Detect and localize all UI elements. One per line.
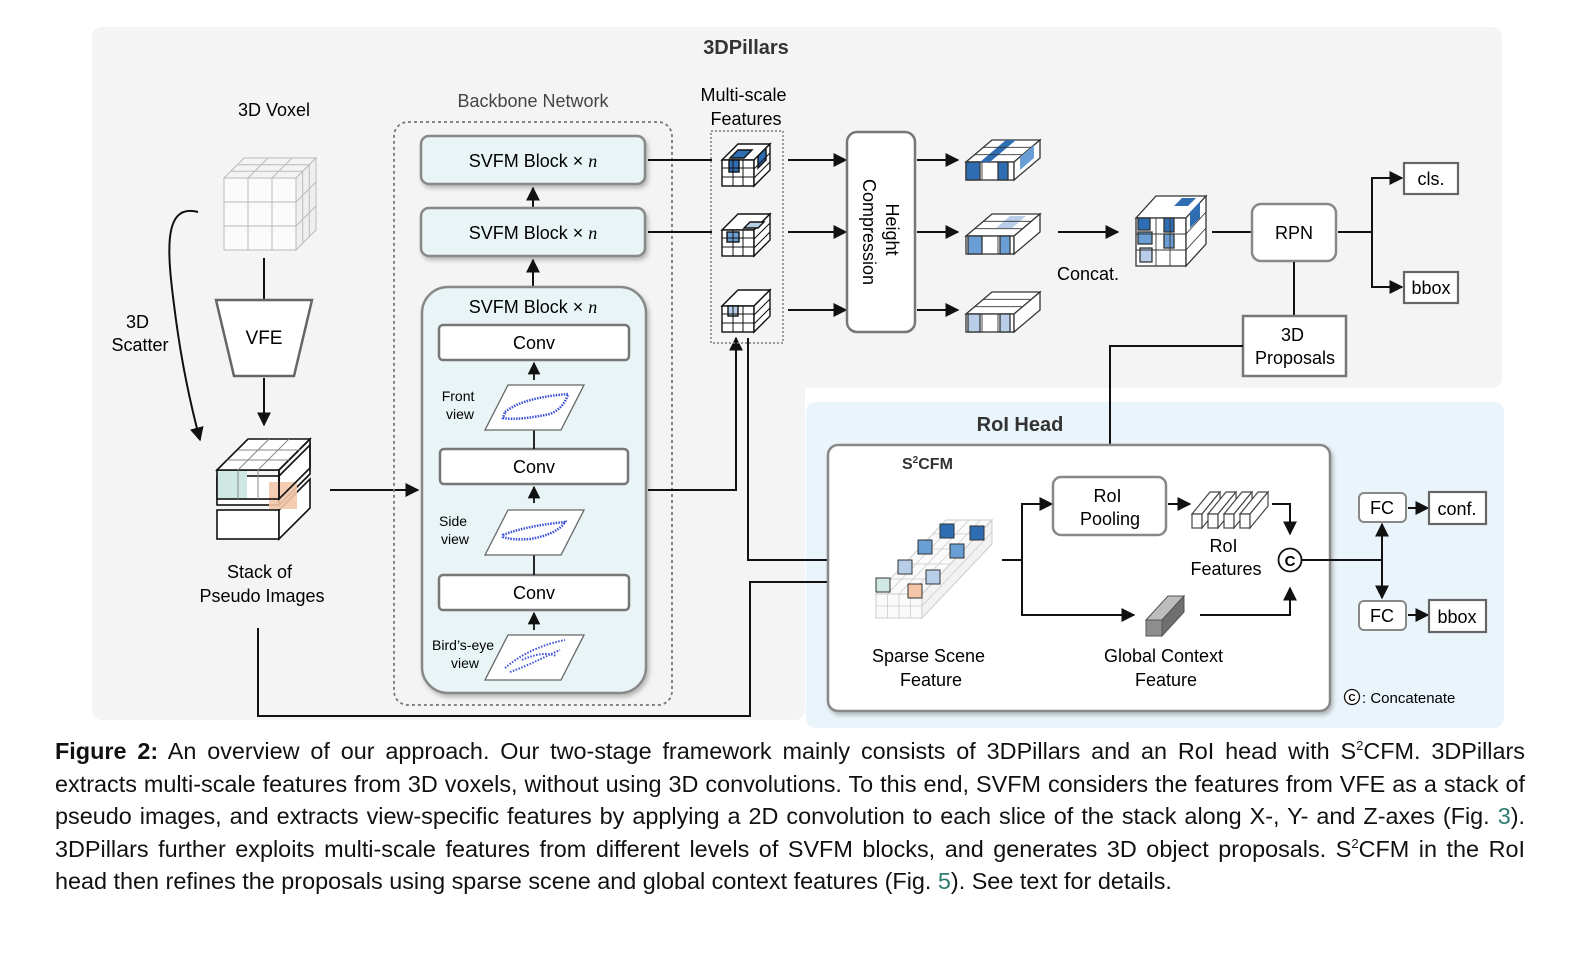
fc-conf-label: FC xyxy=(1370,498,1394,518)
caption-text-3: ). 3DPillars further exploits multi-scal… xyxy=(55,803,1525,862)
conv-box-middle: Conv xyxy=(438,447,630,486)
figure-caption: Figure 2: An overview of our approach. O… xyxy=(55,735,1525,898)
global-context-feature-icon xyxy=(1144,594,1186,638)
scatter-label: 3D Scatter xyxy=(111,312,168,355)
conf-output-box: conf. xyxy=(1427,490,1488,526)
concatenated-feature-icon xyxy=(1134,194,1208,268)
legend-text: : Concatenate xyxy=(1362,690,1455,707)
vfe-label: VFE xyxy=(246,328,283,349)
branch-to-roi-pooling-arrow xyxy=(1021,497,1054,560)
bev-label: Bird’s-eye view xyxy=(432,637,498,671)
svg-text:SVFM Block × n: SVFM Block × n xyxy=(469,151,598,171)
backbone-label: Backbone Network xyxy=(457,91,609,111)
backbone-network-box xyxy=(393,121,673,706)
s2cfm-label: S2CFM xyxy=(902,455,953,473)
fc-box-bbox: FC xyxy=(1358,600,1407,631)
roi-bbox-output-box: bbox xyxy=(1427,598,1488,634)
fc-box-conf: FC xyxy=(1358,492,1407,523)
svfm-block-top-n: n xyxy=(588,151,597,171)
bbox-output-box: bbox xyxy=(1402,270,1460,305)
side-view-icon xyxy=(483,509,586,556)
branch-to-global-context-arrow xyxy=(1021,560,1136,622)
height-compression-block xyxy=(845,130,917,334)
caption-sup-2: 2 xyxy=(1351,835,1359,851)
bev-feature-3-icon xyxy=(964,290,1042,334)
cls-label: cls. xyxy=(1418,169,1445,189)
scatter-arrow xyxy=(168,209,204,442)
roi-features-icon xyxy=(1190,490,1270,530)
multiscale-feature-1-icon xyxy=(720,142,772,188)
conv-middle-label: Conv xyxy=(513,457,555,477)
caption-text-2: CFM. 3DPillars extracts multi-scale feat… xyxy=(55,738,1525,830)
rpn-to-bbox-arrow xyxy=(1371,232,1404,294)
caption-sup-1: 2 xyxy=(1356,738,1364,753)
legend-concatenate: C : Concatenate xyxy=(1343,688,1455,707)
voxel-cube-icon xyxy=(222,156,318,252)
bev-feature-2-icon xyxy=(964,212,1042,256)
proposals-box: 3D Proposals xyxy=(1241,314,1348,378)
voxel-label: 3D Voxel xyxy=(238,100,310,120)
roi-bbox-label: bbox xyxy=(1437,607,1476,627)
height-compression-label: Height Compression xyxy=(859,179,902,285)
figure-label: Figure 2: xyxy=(55,738,159,764)
conv-box-bottom: Conv xyxy=(437,573,631,612)
svg-text:SVFM Block × n: SVFM Block × n xyxy=(469,297,598,317)
fc-bbox-label: FC xyxy=(1370,606,1394,626)
panel-3dpillars-title: 3DPillars xyxy=(703,37,789,59)
svg-text:SVFM Block × n: SVFM Block × n xyxy=(469,223,598,243)
vfe-block: VFE xyxy=(214,298,314,378)
figure-ref-link-2[interactable]: 5 xyxy=(937,868,951,895)
multiscale-feature-2-icon xyxy=(720,212,772,258)
svfm-block-top-label: SVFM Block × xyxy=(469,151,584,171)
svfm-block-middle-label: SVFM Block × xyxy=(469,223,584,243)
global-context-label: Global Context Feature xyxy=(1104,646,1228,690)
legend-symbol: C xyxy=(1348,693,1355,704)
sparse-scene-label: Sparse Scene Feature xyxy=(872,646,990,690)
feature-to-s2cfm-arrow xyxy=(747,338,858,567)
rpn-block: RPN xyxy=(1250,202,1338,263)
side-view-label: Side view xyxy=(439,513,471,547)
stack-to-s2cfm-line xyxy=(257,575,858,717)
conv-bottom-label: Conv xyxy=(513,583,555,603)
cls-output-box: cls. xyxy=(1402,161,1460,196)
multiscale-label: Multi-scale Features xyxy=(700,85,791,129)
multiscale-feature-3-icon xyxy=(720,288,772,334)
svfm-block-expanded-n: n xyxy=(588,297,597,317)
architecture-diagram: 3DPillars RoI Head 3D Voxel VFE 3D Scatt… xyxy=(92,27,1504,728)
global-context-to-concat-arrow xyxy=(1200,586,1297,616)
conv-box-top: Conv xyxy=(437,323,631,362)
svfm-block-middle: SVFM Block × n xyxy=(419,206,647,258)
roi-features-to-concat-arrow xyxy=(1272,503,1297,536)
caption-text-1: An overview of our approach. Our two-sta… xyxy=(158,738,1357,764)
sparse-scene-feature-icon xyxy=(874,518,994,620)
bev-icon xyxy=(483,634,586,681)
proposals-label: 3D Proposals xyxy=(1255,325,1335,368)
caption-text-4: CFM in the RoI head then refines the pro… xyxy=(55,835,1525,895)
concat-label: Concat. xyxy=(1057,264,1119,284)
panel-roi-title: RoI Head xyxy=(977,414,1064,436)
proposals-to-roi-pooling-arrow xyxy=(1103,345,1243,476)
svfm-block-top: SVFM Block × n xyxy=(419,134,647,186)
stack-label: Stack of Pseudo Images xyxy=(199,562,324,606)
front-view-icon xyxy=(483,384,586,431)
pseudo-image-stack-icon xyxy=(215,437,312,541)
multiscale-features-box xyxy=(710,130,784,344)
svfm-expanded-to-feature-arrow xyxy=(648,336,743,491)
rpn-to-cls-arrow xyxy=(1371,171,1404,232)
roi-pooling-block: RoI Pooling xyxy=(1051,475,1168,537)
roi-features-label: RoI Features xyxy=(1190,536,1261,579)
svfm-block-middle-n: n xyxy=(588,223,597,243)
roi-pooling-label: RoI Pooling xyxy=(1080,486,1140,529)
bev-feature-1-icon xyxy=(964,138,1042,182)
rpn-label: RPN xyxy=(1275,223,1313,243)
figure-ref-link-1[interactable]: 3 xyxy=(1497,803,1511,830)
conf-label: conf. xyxy=(1437,499,1476,519)
svfm-block-expanded-label: SVFM Block × xyxy=(469,297,584,317)
conv-top-label: Conv xyxy=(513,333,555,353)
bbox-label: bbox xyxy=(1411,278,1450,298)
concat-symbol-letter: C xyxy=(1285,553,1296,570)
front-view-label: Front view xyxy=(442,388,479,422)
concat-symbol-icon: C xyxy=(1277,547,1303,573)
caption-text-5: ). See text for details. xyxy=(950,868,1172,895)
